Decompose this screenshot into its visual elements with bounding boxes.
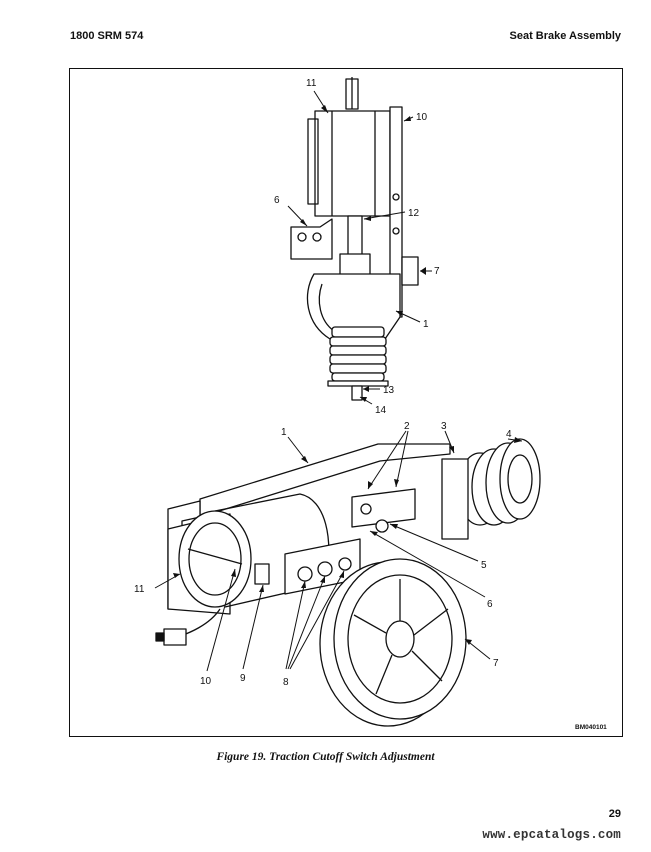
callout-14-top: 14	[375, 405, 387, 416]
document-header-left: 1800 SRM 574	[70, 30, 144, 42]
bottom-view-assembly	[155, 438, 541, 727]
callout-10-bottom: 10	[200, 676, 212, 687]
callout-3-bottom: 3	[441, 421, 447, 432]
callout-6-top: 6	[274, 195, 280, 206]
callout-1-bottom: 1	[281, 427, 287, 438]
top-view-assembly	[290, 77, 419, 401]
callout-10-top: 10	[416, 112, 428, 123]
callout-11-top: 11	[306, 78, 317, 89]
leader-arrowheads	[173, 105, 522, 645]
callout-6-bottom: 6	[487, 599, 493, 610]
callout-4-bottom: 4	[506, 429, 512, 440]
bottom-view-leaders	[154, 430, 523, 672]
callout-2-bottom: 2	[404, 421, 410, 432]
document-header-right: Seat Brake Assembly	[509, 30, 622, 42]
callout-7-bottom: 7	[493, 658, 499, 669]
callout-5-bottom: 5	[481, 560, 487, 571]
callout-1-top: 1	[423, 319, 429, 330]
callout-7-top: 7	[434, 266, 440, 277]
watermark-url: www.epcatalogs.com	[482, 828, 621, 842]
page-number: 29	[608, 808, 621, 820]
callout-13-top: 13	[383, 385, 395, 396]
figure-reference-code: BM040101	[575, 724, 607, 731]
callout-9-bottom: 9	[240, 673, 246, 684]
technical-illustration: 11 10 6 12 7 1 13 14 1 2 3 4 5 6 7 8 9 1…	[134, 77, 607, 731]
figure-caption: Figure 19. Traction Cutoff Switch Adjust…	[216, 751, 435, 763]
callout-12-top: 12	[408, 208, 420, 219]
callout-8-bottom: 8	[283, 677, 289, 688]
callout-11-bottom: 11	[134, 584, 145, 595]
figure-frame: 11 10 6 12 7 1 13 14 1 2 3 4 5 6 7 8 9 1…	[69, 68, 623, 737]
